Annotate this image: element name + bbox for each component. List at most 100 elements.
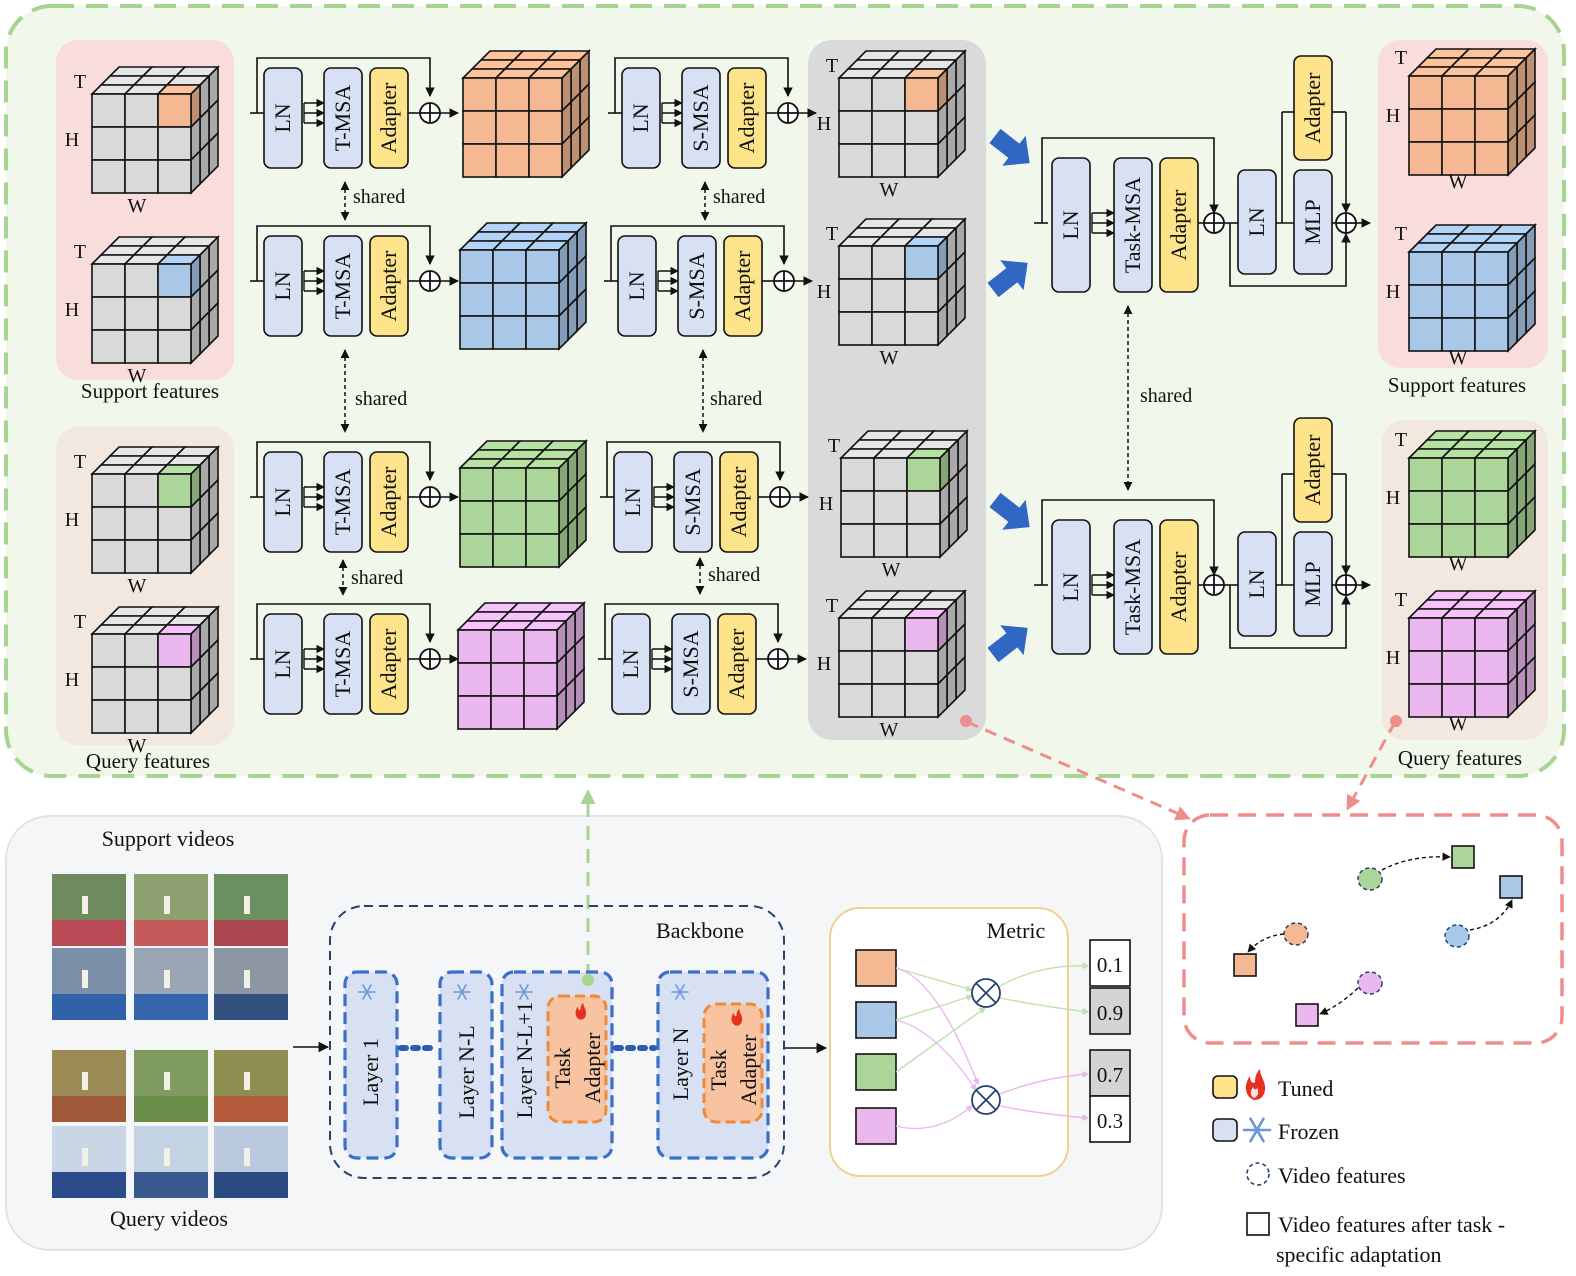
zoom-link-left [966,720,1191,821]
score-value-3: 0.7 [1097,1063,1123,1087]
axis-w-label: W [880,719,899,741]
query-features-label-right: Query features [1398,746,1522,770]
adapter-block-label: Adapter [376,628,401,700]
cube-cell [871,245,906,280]
msa-block-label: S-MSA [680,468,705,535]
shared-links [338,181,1133,596]
cube-cell [1441,108,1476,143]
input-cube-4 [90,605,220,735]
cube-cell [838,245,873,280]
cube-cell [1474,108,1509,143]
axis-t-label: T [826,223,838,245]
cube-cell [1441,317,1476,352]
cube-cell [1408,617,1443,652]
input-cube-2 [90,235,220,365]
cube-cell [157,159,192,194]
axis-h-label: H [65,299,79,321]
temporal-cube-4 [456,601,586,731]
metric-edge [895,967,980,1086]
cube-cell [906,490,941,525]
thumb-athlete [164,1148,170,1166]
adapter-block [369,451,409,553]
task-label: Task [550,1047,575,1088]
ln-block [621,67,661,169]
ln-block-label: LN [270,103,295,132]
video-feature-point [1357,867,1383,891]
zoom-dot-right [1390,715,1402,727]
cube-cell [1474,251,1509,286]
cube-cell [1441,617,1476,652]
oplus-icon [1203,574,1225,596]
skip-line-2 [1229,585,1351,649]
temporal-cube-1 [461,49,591,179]
oplus-icon [773,270,795,292]
axis-w-label: W [1449,713,1468,735]
msa-block-label: T-MSA [330,631,355,698]
cube-cell [528,143,563,178]
axis-h-label: H [65,129,79,151]
oplus-icon [419,648,441,670]
score-box-3 [1089,1049,1131,1097]
cube-cell [1408,490,1443,525]
cube-cell [838,278,873,313]
ln-block-label: LN [624,271,649,300]
msa-block-label: S-MSA [678,630,703,697]
cube-cell [904,245,939,280]
cube-cell [1474,650,1509,685]
otimes-bar [975,982,997,1004]
cube-cell [840,490,875,525]
cube-cell [495,77,530,112]
blue-arrow-4 [987,625,1028,663]
legend-frozen-swatch [1212,1118,1238,1142]
cube-cell [838,77,873,112]
cube-cell [1441,523,1476,558]
cube-cell [124,263,159,298]
cube-cell [840,457,875,492]
cube-cell [492,282,527,317]
snowflake-icon [671,984,689,1000]
backbone-frame [329,905,785,1179]
support-videos-label: Support videos [102,826,235,851]
cube-cell [1441,251,1476,286]
cube-cell [124,473,159,508]
thumb-ground [214,1172,288,1198]
score-box-4 [1089,1095,1131,1143]
thumb-ground [134,1096,208,1122]
thumb-athlete [82,1072,88,1090]
mlp-block-label: MLP [1300,199,1325,244]
snow-arm [675,984,685,1000]
ln-block [263,451,303,553]
cube-cell [157,93,192,128]
adapted-feature-point [1451,845,1475,869]
cube-cell [1474,683,1509,718]
video-frame-thumbnail [214,874,288,946]
adapter-block-label: Adapter [376,250,401,322]
msa-block [673,451,713,553]
cube-cell [871,683,906,718]
axis-h-label: H [65,669,79,691]
mlp-block [1293,169,1333,275]
task-adapter-box [546,994,608,1124]
msa-block [323,451,363,553]
blue-arrow-3 [989,492,1030,530]
axis-t-label: T [74,611,86,633]
cube-cell [1441,490,1476,525]
cube-cell [525,500,560,535]
feature-space-points [1233,845,1523,1027]
axis-h-label: H [1386,281,1400,303]
cube-cell [838,143,873,178]
cube-cell [492,249,527,284]
axis-t-label: T [74,241,86,263]
axis-w-label: W [128,195,147,217]
support-features-label-right: Support features [1388,373,1526,397]
metric-edge [895,994,974,1021]
feature-space-panel [1182,813,1564,1045]
skip-line [1041,137,1219,223]
video-frame-thumbnail [214,1050,288,1122]
ln-block [263,67,303,169]
axis-t-label: T [1395,47,1407,69]
oplus-icon [1335,212,1357,234]
oplus-icon [419,270,441,292]
ln-block-label: LN [618,649,643,678]
